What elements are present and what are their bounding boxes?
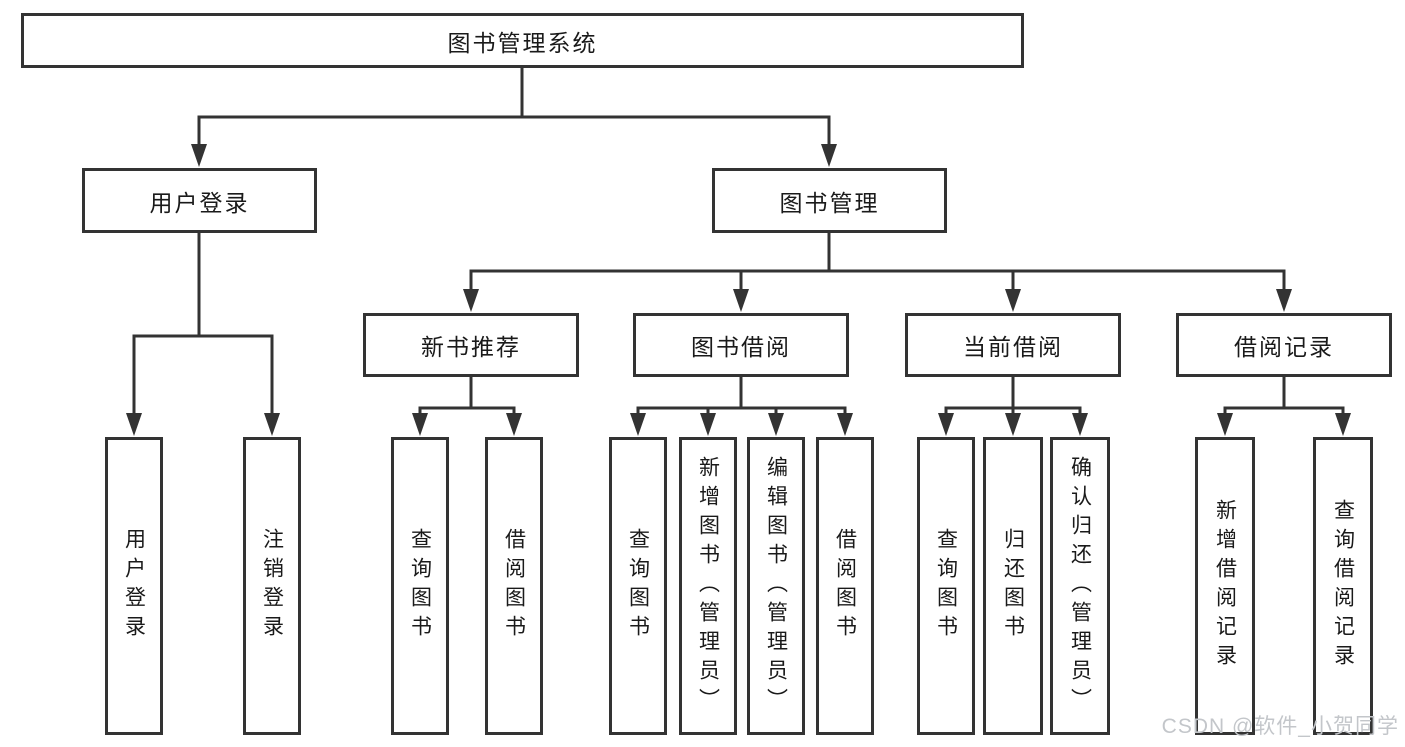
node-book-mgmt-label: 图书管理 [779, 189, 880, 216]
leaf-current-return-books: 归还图书 [983, 437, 1043, 735]
node-current-borrow: 当前借阅 [905, 313, 1121, 377]
leaf-record-add-label: 新增借阅记录 [1213, 499, 1237, 673]
leaf-record-query-label: 查询借阅记录 [1331, 499, 1355, 673]
node-book-borrow: 图书借阅 [633, 313, 849, 377]
leaf-borrow-add-books: 新增图书（管理员） [679, 437, 737, 735]
node-book-borrow-label: 图书借阅 [691, 334, 791, 360]
leaf-current-confirm-return: 确认归还（管理员） [1050, 437, 1110, 735]
leaf-recommend-query-books-label: 查询图书 [408, 528, 432, 644]
node-new-book-recommend-label: 新书推荐 [421, 334, 521, 360]
leaf-recommend-query-books: 查询图书 [391, 437, 449, 735]
node-borrow-record: 借阅记录 [1176, 313, 1392, 377]
leaf-logout-label: 注销登录 [260, 528, 284, 644]
leaf-current-confirm-return-label: 确认归还（管理员） [1068, 455, 1092, 717]
leaf-borrow-query-books-label: 查询图书 [626, 528, 650, 644]
node-current-borrow-label: 当前借阅 [963, 334, 1063, 360]
leaf-current-return-books-label: 归还图书 [1001, 528, 1025, 644]
node-root-label: 图书管理系统 [447, 29, 598, 56]
node-borrow-record-label: 借阅记录 [1234, 334, 1334, 360]
node-book-mgmt: 图书管理 [712, 168, 947, 233]
leaf-recommend-borrow-books: 借阅图书 [485, 437, 543, 735]
leaf-current-query-books: 查询图书 [917, 437, 975, 735]
leaf-borrow-add-books-label: 新增图书（管理员） [696, 455, 720, 717]
leaf-record-query: 查询借阅记录 [1313, 437, 1373, 735]
leaf-borrow-edit-books: 编辑图书（管理员） [747, 437, 805, 735]
leaf-logout: 注销登录 [243, 437, 301, 735]
leaf-current-query-books-label: 查询图书 [934, 528, 958, 644]
leaf-user-login: 用户登录 [105, 437, 163, 735]
node-user-login-label: 用户登录 [149, 189, 250, 216]
leaf-borrow-borrow-books-label: 借阅图书 [833, 528, 857, 644]
leaf-record-add: 新增借阅记录 [1195, 437, 1255, 735]
csdn-watermark: CSDN @软件_小贺同学 [1161, 715, 1399, 738]
leaf-borrow-edit-books-label: 编辑图书（管理员） [764, 455, 788, 717]
node-user-login: 用户登录 [82, 168, 317, 233]
leaf-recommend-borrow-books-label: 借阅图书 [502, 528, 526, 644]
leaf-borrow-query-books: 查询图书 [609, 437, 667, 735]
node-root: 图书管理系统 [21, 13, 1024, 68]
leaf-borrow-borrow-books: 借阅图书 [816, 437, 874, 735]
leaf-user-login-label: 用户登录 [122, 528, 146, 644]
node-new-book-recommend: 新书推荐 [363, 313, 579, 377]
